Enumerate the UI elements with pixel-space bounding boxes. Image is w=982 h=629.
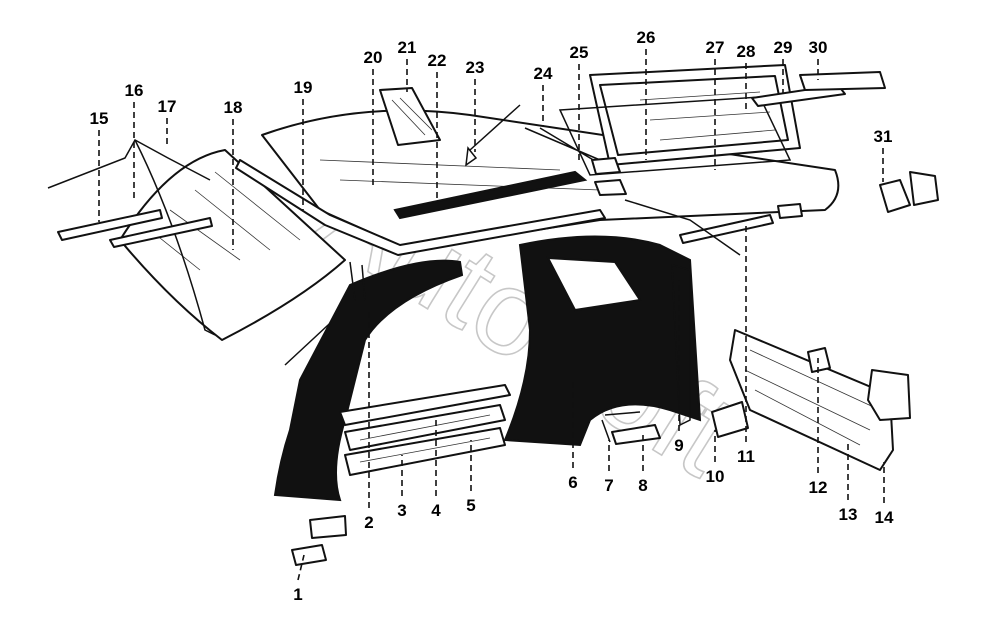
quarter-vent-glass [391,97,433,136]
callout-label-15: 15 [90,109,109,128]
fuel-filler-door [711,401,749,438]
hinge-left [879,179,911,213]
callout-label-21: 21 [398,38,417,57]
callout-label-9: 9 [674,436,683,455]
callout-label-12: 12 [809,478,828,497]
rear-panel-ribs [744,349,881,446]
callout-label-27: 27 [706,38,725,57]
callout-label-28: 28 [737,42,756,61]
callout-label-30: 30 [809,38,828,57]
sunroof-hinge [799,71,886,91]
wiper-arm [57,209,163,241]
callout-label-10: 10 [706,467,725,486]
taillight-housing [867,369,911,421]
rear-window-opening [546,256,642,312]
rear-bracket [807,347,831,373]
callout-label-16: 16 [125,81,144,100]
callout-label-23: 23 [466,58,485,77]
wiper-motor-bracket [594,179,627,196]
roof-side-rail [235,159,606,256]
callout-label-3: 3 [397,501,406,520]
sunroof-glass [558,64,801,176]
callout-label-2: 2 [364,513,373,532]
strut-bracket [777,203,803,219]
wiper-bracket [591,157,621,175]
callout-label-29: 29 [774,38,793,57]
leader-line-1 [297,554,305,581]
clip-upper [309,515,347,539]
mounting-bracket [611,424,661,445]
antenna [465,104,521,167]
tailgate-seal [624,199,741,256]
callout-label-1: 1 [293,585,302,604]
callout-label-5: 5 [466,496,475,515]
callout-label-17: 17 [158,97,177,116]
callout-label-25: 25 [570,43,589,62]
clip-lower [291,544,327,566]
callout-label-13: 13 [839,505,858,524]
roof-seal-strip [393,170,588,220]
a-pillar-inner [273,259,464,502]
callout-label-4: 4 [431,501,441,520]
callout-label-7: 7 [604,476,613,495]
callout-label-6: 6 [568,473,577,492]
callout-label-20: 20 [364,48,383,67]
hinge-right [909,171,939,206]
sill-assembly [339,384,511,476]
callout-label-18: 18 [224,98,243,117]
c-pillar-strip [671,263,691,427]
callout-label-31: 31 [874,127,893,146]
rear-quarter-panel [503,235,702,447]
wiper-blade [109,217,213,248]
bracket-bolts [601,411,641,443]
gas-strut [679,214,774,244]
a-pillar-trim [284,261,366,366]
callout-label-14: 14 [875,508,894,527]
callout-label-11: 11 [737,447,755,466]
callout-label-24: 24 [534,64,553,83]
quarter-vent-window [379,87,441,146]
callout-label-26: 26 [637,28,656,47]
callout-label-22: 22 [428,51,447,70]
callout-label-8: 8 [638,476,647,495]
callout-label-19: 19 [294,78,313,97]
